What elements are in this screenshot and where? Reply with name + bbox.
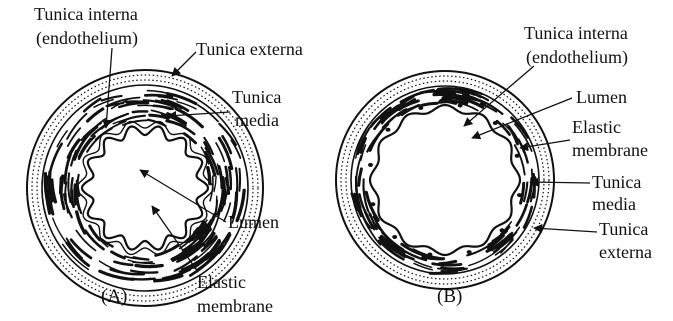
media-fibre: [74, 184, 75, 204]
media-fibre: [53, 218, 69, 246]
media-fibre: [223, 178, 225, 205]
a-label-tunica-externa: Tunica externa: [196, 39, 303, 59]
media-fibre: [229, 167, 231, 189]
media-fibre: [68, 173, 70, 202]
media-fibre: [440, 261, 456, 263]
vessel-a-cross-section: [27, 70, 263, 306]
b-label-tunica-externa-line2: externa: [599, 242, 652, 262]
media-fibre: [131, 271, 157, 273]
endothelial-nucleus: [386, 128, 391, 132]
b-label-tunica-media-line1: Tunica: [592, 172, 641, 192]
media-fibre: [122, 278, 151, 280]
endothelial-nucleus: [370, 202, 375, 206]
a-label-elastic-membrane-line2: membrane: [197, 296, 273, 316]
vessel-a-endothelium-wavy-lining: [82, 127, 208, 250]
vessel-b-cross-section: [336, 71, 554, 289]
media-fibre: [63, 244, 89, 269]
media-fibre: [239, 169, 240, 191]
media-fibre: [112, 252, 125, 258]
media-fibre: [133, 111, 147, 112]
endothelial-nucleus: [427, 253, 432, 257]
media-fibre: [114, 262, 132, 265]
a-label-tunica-media-line2: media: [235, 110, 279, 130]
b-label-lumen: Lumen: [576, 87, 627, 107]
media-fibre: [235, 168, 237, 203]
a-label-lumen: Lumen: [228, 212, 279, 232]
a-caption: (A): [101, 286, 127, 307]
endothelial-nucleus: [493, 121, 498, 125]
media-fibre: [422, 103, 438, 105]
endothelial-nucleus: [467, 250, 472, 254]
b-label-tunica-interna-line1: Tunica interna: [524, 23, 628, 43]
b-label-tunica-interna-line2: (endothelium): [526, 47, 628, 68]
a-label-tunica-media-line1: Tunica: [232, 87, 281, 107]
endothelial-nucleus: [418, 106, 423, 110]
media-fibre: [133, 262, 152, 263]
media-fibre: [533, 174, 534, 197]
b-label-tunica-externa-line1: Tunica: [599, 219, 648, 239]
media-fibre: [49, 181, 50, 212]
media-fibre: [88, 109, 103, 121]
media-fibre: [359, 169, 362, 185]
b-leader-tunica-externa: [534, 228, 597, 232]
a-label-tunica-interna-line1: Tunica interna: [34, 4, 138, 24]
b-label-elastic-membrane-line2: membrane: [572, 140, 648, 160]
a-leader-tunica-interna: [106, 48, 112, 128]
endothelial-nucleus: [392, 235, 397, 239]
endothelial-nucleus: [515, 154, 520, 158]
a-leader-tunica-media: [168, 112, 230, 116]
b-label-tunica-media-line2: media: [592, 194, 636, 214]
a-leader-tunica-externa: [172, 52, 196, 76]
b-caption: (B): [437, 286, 462, 307]
endothelial-nucleus: [500, 228, 505, 232]
media-fibre: [65, 182, 66, 203]
endothelial-nucleus: [458, 104, 463, 108]
a-label-elastic-membrane-line1: Elastic: [197, 272, 246, 292]
media-fibre: [136, 266, 162, 267]
media-fibre: [214, 177, 216, 192]
endothelial-nucleus: [517, 193, 522, 197]
a-label-tunica-interna-line2: (endothelium): [36, 28, 138, 49]
b-label-elastic-membrane-line1: Elastic: [572, 117, 621, 137]
endothelial-nucleus: [368, 163, 373, 167]
